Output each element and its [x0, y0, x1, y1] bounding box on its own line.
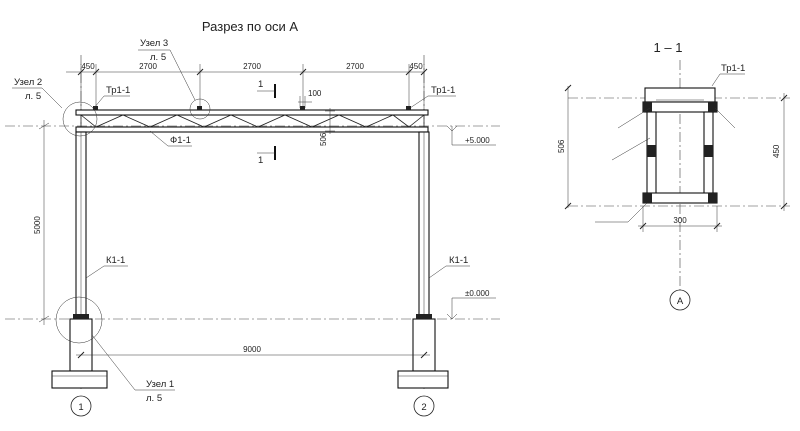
node1-sheet: л. 5	[146, 393, 162, 404]
tr-section-callout: Тр1-1	[711, 63, 745, 87]
dim-total-span: 9000	[76, 345, 430, 359]
dim-span-3: 2700	[346, 62, 364, 71]
dim-small-100: 100	[308, 89, 322, 98]
level-mark-ground: ±0.000	[446, 289, 496, 320]
axis-a-label: А	[677, 296, 684, 307]
dim-section-506: 506	[557, 139, 566, 153]
f1-callout: Ф1-1	[149, 130, 192, 147]
axis-bubble-a: А	[669, 289, 691, 311]
node1-callout: Узел 1 л. 5	[91, 334, 175, 404]
k-left-label: К1-1	[106, 255, 125, 266]
level-mark-top: +5.000	[446, 125, 496, 146]
dim-section-inner: 450	[772, 93, 788, 211]
tr-right-label: Тр1-1	[431, 85, 455, 96]
node2-label: Узел 2	[14, 77, 42, 88]
dim-edge-right: 450	[409, 62, 423, 71]
node1-label: Узел 1	[146, 379, 174, 390]
dim-section-450: 450	[772, 144, 781, 158]
dim-span-2: 2700	[243, 62, 261, 71]
truss-beam	[75, 106, 429, 133]
section-leaders	[595, 107, 736, 223]
dim-edge-left: 450	[81, 62, 95, 71]
tr-left-callout: Тр1-1	[93, 85, 130, 109]
dim-section-width: 300	[638, 206, 722, 232]
tr-left-label: Тр1-1	[106, 85, 130, 96]
dim-100-mark: 100	[298, 89, 322, 108]
foundation-right	[397, 314, 449, 389]
node1-circle	[55, 296, 103, 344]
node3-label: Узел 3	[140, 38, 168, 49]
k-right-callout: К1-1	[428, 255, 470, 279]
axis-1-label: 1	[78, 402, 83, 413]
cut-label-top: 1	[258, 79, 263, 90]
column-left	[75, 131, 87, 320]
dim-column-height: 5000	[33, 120, 50, 325]
k-right-label: К1-1	[449, 255, 468, 266]
tr-section-label: Тр1-1	[721, 63, 745, 74]
node3-callout: Узел 3 л. 5	[138, 38, 196, 101]
axis-bubble-1: 1	[70, 395, 92, 417]
dim-section-300: 300	[673, 216, 687, 225]
tr-right-callout: Тр1-1	[409, 85, 456, 109]
dim-section-outer: 506	[557, 84, 572, 210]
cut-mark-bottom: 1	[257, 146, 276, 166]
dim-truss-height: 506	[319, 108, 335, 146]
k-left-callout: К1-1	[85, 255, 128, 279]
section-title: 1 – 1	[654, 40, 683, 55]
axis-2-label: 2	[421, 402, 426, 413]
node2-circle	[62, 101, 98, 137]
column-right	[418, 131, 430, 320]
level-top-text: +5.000	[465, 136, 490, 145]
node2-sheet: л. 5	[25, 91, 41, 102]
dim-9000: 9000	[243, 345, 261, 354]
drawing-title: Разрез по оси А	[202, 19, 299, 34]
foundation-left	[51, 314, 108, 389]
level-ground-text: ±0.000	[465, 289, 490, 298]
cut-label-bottom: 1	[258, 155, 263, 166]
top-dimension-chain: 450 2700 2700 2700 450	[66, 62, 428, 112]
section-profile	[642, 87, 718, 204]
dim-5000: 5000	[33, 216, 42, 234]
f1-label: Ф1-1	[170, 135, 191, 146]
node2-callout: Узел 2 л. 5	[12, 77, 63, 109]
axis-bubble-2: 2	[413, 395, 435, 417]
cut-mark-top: 1	[257, 79, 276, 98]
dim-truss-506: 506	[319, 132, 328, 146]
node3-circle	[189, 98, 211, 120]
dim-span-1: 2700	[139, 62, 157, 71]
node3-sheet: л. 5	[150, 52, 166, 63]
